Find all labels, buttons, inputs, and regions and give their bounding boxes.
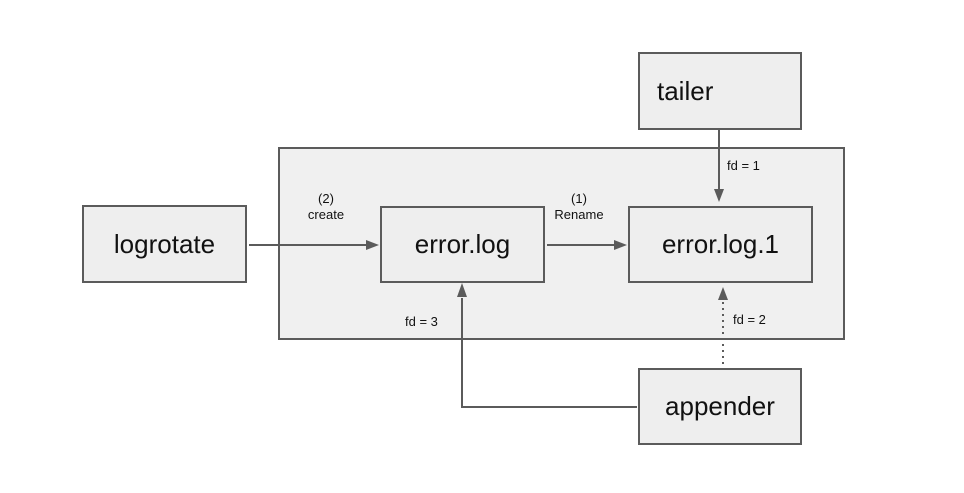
node-appender: appender <box>638 368 802 445</box>
arrowhead-appender-to-errorlog <box>457 283 467 297</box>
label-step1-action: Rename <box>554 207 604 222</box>
arrowhead-errorlog-to-errorlog1 <box>614 240 627 250</box>
arrowhead-logrotate-to-errorlog <box>366 240 379 250</box>
label-step1-number: (1) <box>571 191 587 206</box>
node-appender-label: appender <box>665 391 775 421</box>
arrowhead-appender-to-errorlog1 <box>718 287 728 300</box>
node-error-log: error.log <box>380 206 545 283</box>
node-error-log-1-label: error.log.1 <box>661 229 780 259</box>
edge-appender-to-errorlog <box>461 298 637 408</box>
node-tailer-label: tailer <box>657 75 714 106</box>
node-error-log-1: error.log.1 <box>628 206 813 283</box>
node-logrotate-label: logrotate <box>113 228 216 259</box>
label-step2-action: create <box>307 207 345 222</box>
node-error-log-label: error.log <box>414 229 511 259</box>
label-step2-create: (2) create <box>286 191 366 223</box>
label-step2-number: (2) <box>318 191 334 206</box>
label-step1-rename: (1) Rename <box>539 191 619 223</box>
node-logrotate: logrotate <box>82 205 247 283</box>
arrowhead-tailer-to-errorlog1 <box>714 189 724 202</box>
label-fd3: fd = 3 <box>405 314 438 329</box>
label-fd1: fd = 1 <box>727 158 760 173</box>
node-tailer: tailer <box>638 52 802 130</box>
label-fd2: fd = 2 <box>733 312 766 327</box>
